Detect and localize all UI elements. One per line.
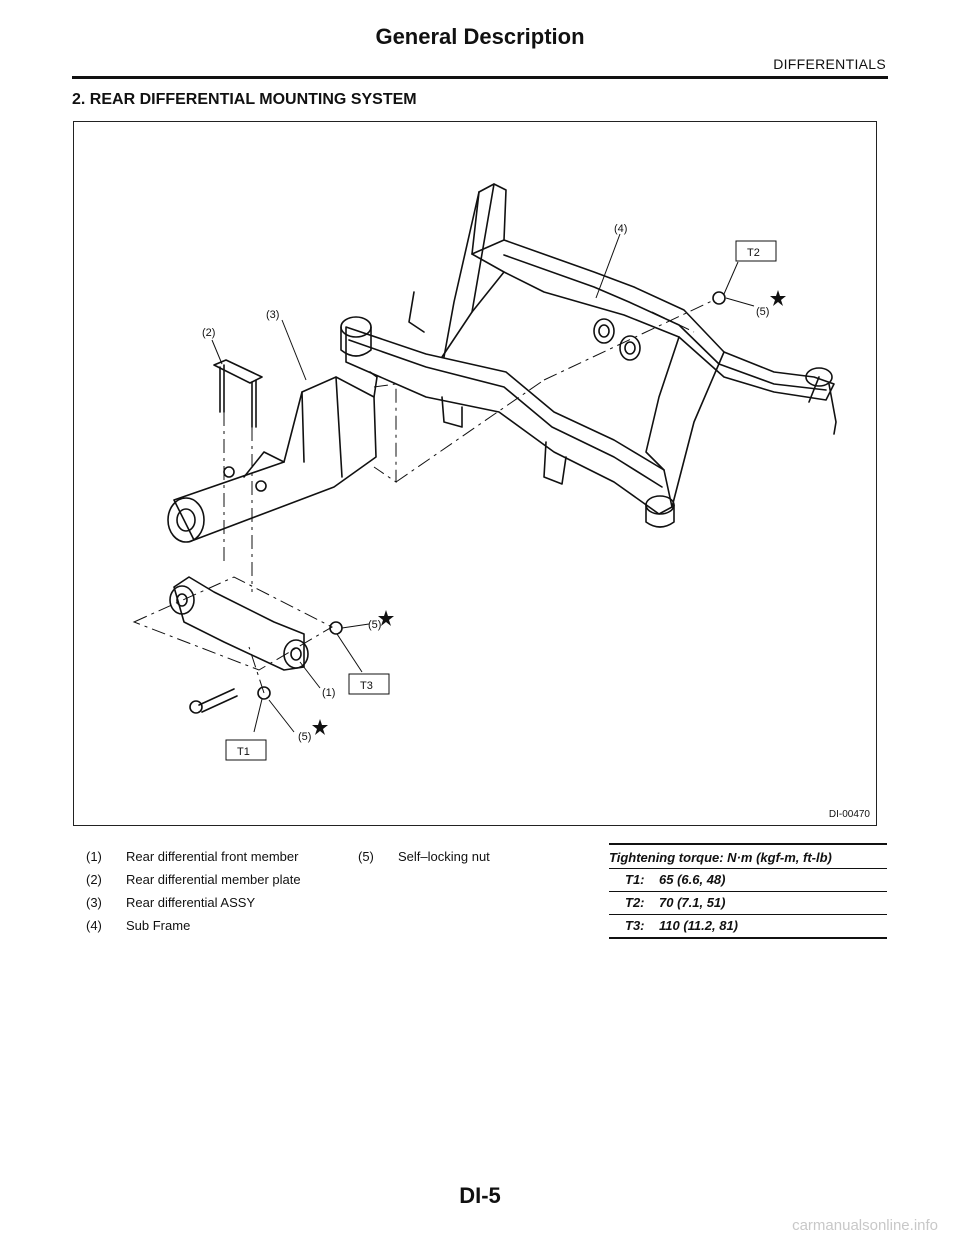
torque-tag-t1: T1 xyxy=(237,746,250,758)
callout-5-t3: (5) xyxy=(368,619,381,631)
legend-item: (3)Rear differential ASSY xyxy=(86,895,256,910)
front-member-drawing xyxy=(169,576,309,671)
legend-item: (4)Sub Frame xyxy=(86,918,191,933)
section-name: DIFFERENTIALS xyxy=(773,56,886,72)
header-rule xyxy=(72,76,888,79)
torque-row: T2:70 (7.1, 51) xyxy=(609,891,887,914)
legend-column-2: (5)Self–locking nut xyxy=(358,848,490,871)
torque-row: T3:110 (11.2, 81) xyxy=(609,914,887,937)
callout-5-subframe: (5) xyxy=(756,306,769,318)
exploded-diagram: (2) (3) (4) (5) (5) (1) (5) T2 T3 T1 xyxy=(132,183,837,761)
callout-5-t1: (5) xyxy=(298,731,311,743)
torque-row: T1:65 (6.6, 48) xyxy=(609,868,887,891)
watermark: carmanualsonline.info xyxy=(792,1217,938,1234)
page-number: DI-5 xyxy=(459,1183,501,1208)
callout-3: (3) xyxy=(266,309,279,321)
page-title: General Description xyxy=(375,24,585,49)
torque-table: Tightening torque: N·m (kgf-m, ft-lb) T1… xyxy=(609,843,887,939)
callout-4: (4) xyxy=(614,223,627,235)
legend-item: (5)Self–locking nut xyxy=(358,849,490,864)
figure-id: DI-00470 xyxy=(828,809,870,820)
torque-tag-t2: T2 xyxy=(747,247,760,259)
torque-tag-t3: T3 xyxy=(360,680,373,692)
torque-heading: Tightening torque: N·m (kgf-m, ft-lb) xyxy=(609,850,832,865)
legend-item: (2)Rear differential member plate xyxy=(86,872,301,887)
sub-frame-drawing xyxy=(340,183,837,528)
legend-column-1: (1)Rear differential front member (2)Rea… xyxy=(86,848,301,940)
member-plate-drawing xyxy=(213,359,263,428)
callout-1: (1) xyxy=(322,687,335,699)
legend-item: (1)Rear differential front member xyxy=(86,849,299,864)
callout-2: (2) xyxy=(202,327,215,339)
differential-drawing xyxy=(167,371,378,543)
section-heading: 2. REAR DIFFERENTIAL MOUNTING SYSTEM xyxy=(72,91,417,108)
figure-frame: (2) (3) (4) (5) (5) (1) (5) T2 T3 T1 DI-… xyxy=(73,121,877,826)
fasteners-drawing xyxy=(189,291,726,714)
